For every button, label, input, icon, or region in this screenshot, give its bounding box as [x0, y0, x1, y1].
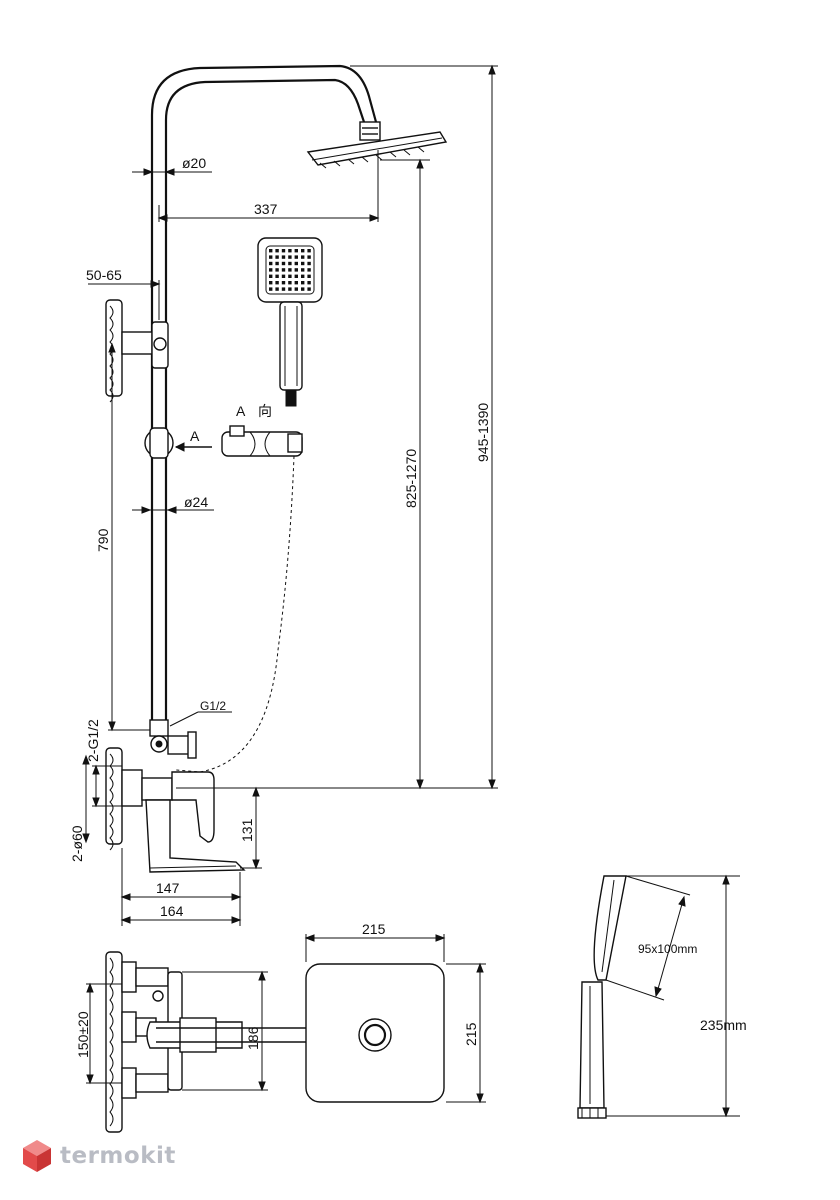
spray-nozzle — [281, 249, 286, 253]
dim-mixer-depth: 164 — [160, 903, 184, 919]
brand-watermark: termokit — [22, 1136, 176, 1176]
dim-inlet-spacing: 150±20 — [75, 1011, 91, 1058]
spray-nozzle — [307, 287, 311, 291]
dim-mixer-body-height: 186 — [245, 1026, 261, 1050]
spray-nozzle — [275, 287, 279, 291]
dim-inlet-thread: 2-G1/2 — [85, 719, 101, 762]
spray-nozzle — [301, 268, 305, 272]
dim-hand-length: 235mm — [700, 1017, 747, 1033]
dimension-lines-front: ø20 337 50-65 ø24 790 825-1270 945-1390 — [69, 64, 498, 926]
spray-nozzle — [294, 274, 298, 278]
spray-nozzle — [275, 255, 279, 259]
brand-name: termokit — [60, 1143, 176, 1169]
dim-head-depth: 215 — [463, 1022, 479, 1046]
spray-nozzle — [307, 255, 311, 259]
spray-nozzle — [294, 249, 298, 253]
spray-nozzle — [269, 274, 273, 278]
spray-nozzle — [288, 261, 292, 266]
spray-nozzle — [269, 268, 273, 272]
spray-nozzle — [301, 261, 305, 266]
dim-inlet-flange: 2-ø60 — [69, 825, 85, 862]
spray-nozzle — [288, 274, 292, 278]
shower-column-front-view: A A 向 — [105, 64, 448, 873]
spray-nozzle — [288, 287, 292, 291]
slider-ring: A — [144, 427, 212, 459]
view-caption-char: 向 — [258, 403, 272, 419]
spray-nozzle — [275, 281, 279, 285]
dim-wall-bracket-range: 50-65 — [86, 267, 122, 283]
spray-nozzle — [281, 261, 286, 266]
spray-nozzle — [294, 255, 298, 259]
spray-nozzle — [307, 268, 311, 272]
spray-nozzle — [301, 287, 305, 291]
outlet-elbow: G1/2 — [149, 699, 232, 759]
spray-nozzle — [294, 287, 298, 291]
spray-nozzle — [307, 274, 311, 278]
dim-spout-depth: 147 — [156, 880, 180, 896]
spray-nozzle — [301, 249, 305, 253]
spray-nozzle — [269, 261, 273, 266]
dim-head-height-range: 825-1270 — [403, 449, 419, 508]
spray-nozzle — [269, 281, 273, 285]
spray-nozzle — [275, 274, 279, 278]
spray-nozzle — [307, 261, 311, 266]
spray-nozzle — [288, 249, 292, 253]
dim-bracket-to-outlet: 790 — [95, 528, 111, 552]
spray-nozzle — [281, 281, 286, 285]
dim-top-pipe-diameter: ø20 — [182, 155, 206, 171]
spray-nozzle — [275, 268, 279, 272]
hand-shower-side-view: 95x100mm 235mm — [577, 874, 747, 1119]
spray-nozzle — [301, 255, 305, 259]
spray-nozzle — [301, 274, 305, 278]
spray-nozzle — [294, 281, 298, 285]
outlet-thread-label: G1/2 — [200, 699, 226, 713]
brand-logo-icon — [23, 1140, 51, 1172]
spray-nozzle — [281, 268, 286, 272]
spray-nozzle — [269, 255, 273, 259]
spray-nozzle — [275, 249, 279, 253]
dim-head-width: 215 — [362, 921, 386, 937]
spray-nozzle — [275, 261, 279, 266]
dim-spout-height: 131 — [239, 818, 255, 842]
view-arrow-label: A — [190, 428, 200, 444]
spray-nozzle — [281, 255, 286, 259]
spray-nozzle — [307, 281, 311, 285]
dim-hand-head-size: 95x100mm — [638, 942, 697, 956]
top-view: 215 215 186 150±20 — [75, 921, 486, 1133]
spray-nozzle — [288, 255, 292, 259]
spray-nozzle — [269, 249, 273, 253]
spray-nozzle — [269, 287, 273, 291]
hand-shower-front — [257, 237, 323, 407]
spray-nozzle — [294, 268, 298, 272]
spray-nozzle — [281, 287, 286, 291]
spray-nozzle — [307, 249, 311, 253]
dim-total-height-range: 945-1390 — [475, 403, 491, 462]
dim-slider-bar-diameter: ø24 — [184, 494, 208, 510]
spray-nozzle — [281, 274, 286, 278]
mixer-front — [105, 747, 246, 873]
dim-arm-reach: 337 — [254, 201, 278, 217]
spray-nozzle — [301, 281, 305, 285]
spray-nozzle — [288, 268, 292, 272]
spray-nozzle — [294, 261, 298, 266]
spray-nozzle — [288, 281, 292, 285]
view-caption: A — [236, 403, 246, 419]
slider-holder-a-view: A 向 — [221, 403, 303, 457]
